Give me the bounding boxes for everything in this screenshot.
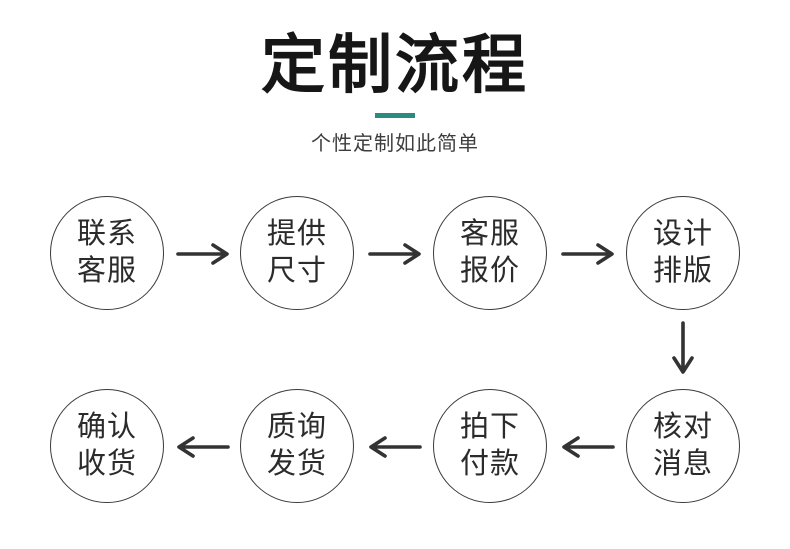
step-label-line: 排版	[652, 255, 713, 287]
step-label-line: 客服	[76, 255, 137, 287]
step-provide-size: 提供 尺寸	[240, 196, 354, 310]
step-contact-service: 联系 客服	[50, 196, 164, 310]
step-label-line: 发货	[266, 448, 327, 480]
step-label-line: 收货	[76, 448, 137, 480]
step-service-quote: 客服 报价	[433, 196, 547, 310]
step-label-line: 核对	[652, 411, 713, 443]
page-title: 定制流程	[261, 29, 529, 101]
step-label-line: 设计	[652, 218, 713, 250]
arrow-right-icon	[560, 242, 616, 266]
step-label-line: 报价	[459, 255, 520, 287]
step-confirm-receipt: 确认 收货	[50, 389, 164, 503]
arrow-left-icon	[367, 435, 423, 459]
step-label-line: 付款	[459, 448, 520, 480]
step-design-layout: 设计 排版	[626, 196, 740, 310]
arrow-down-icon	[671, 320, 695, 376]
arrow-right-icon	[367, 242, 423, 266]
header: 定制流程 个性定制如此简单	[0, 0, 790, 156]
step-label-line: 确认	[76, 411, 137, 443]
step-label-line: 联系	[76, 218, 137, 250]
arrow-right-icon	[175, 242, 231, 266]
arrow-left-icon	[560, 435, 616, 459]
title-underline-bar	[375, 113, 415, 119]
step-label-line: 客服	[459, 218, 520, 250]
step-label-line: 消息	[652, 448, 713, 480]
step-order-payment: 拍下 付款	[433, 389, 547, 503]
step-inquiry-shipping: 质询 发货	[240, 389, 354, 503]
step-label-line: 提供	[266, 218, 327, 250]
step-label-line: 尺寸	[266, 255, 327, 287]
step-label-line: 质询	[266, 411, 327, 443]
arrow-left-icon	[175, 435, 231, 459]
step-label-line: 拍下	[459, 411, 520, 443]
step-verify-message: 核对 消息	[626, 389, 740, 503]
page-subtitle: 个性定制如此简单	[311, 133, 479, 156]
